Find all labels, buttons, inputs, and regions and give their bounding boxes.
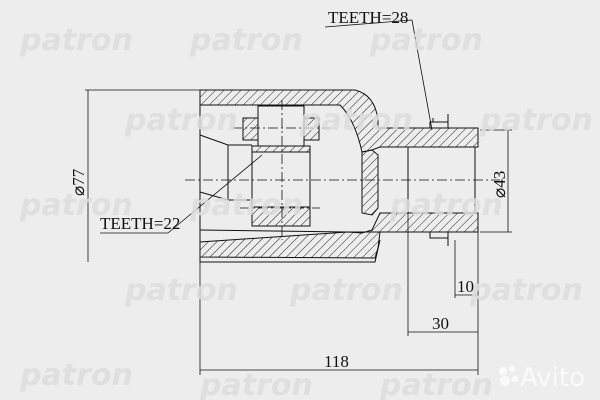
teeth-22-label: TEETH=22 <box>100 214 180 233</box>
diameter-77-label: ⌀77 <box>69 168 88 196</box>
centerlines <box>185 100 500 240</box>
watermark: patron <box>189 188 303 223</box>
housing <box>199 89 479 263</box>
watermark: patron <box>469 273 583 308</box>
diameter-43-label: ⌀43 <box>490 171 509 198</box>
watermark: patron <box>19 188 133 223</box>
watermark: patron <box>189 23 303 58</box>
watermark: patron <box>299 103 413 138</box>
watermark: patron <box>379 368 493 400</box>
watermark: patron <box>389 188 503 223</box>
watermark: patron <box>19 23 133 58</box>
watermark: patron <box>289 273 403 308</box>
dim-10-label: 10 <box>457 277 474 296</box>
watermark: patron <box>124 103 238 138</box>
watermark: patron <box>369 23 483 58</box>
dim-30-label: 30 <box>432 314 449 333</box>
watermark: patron <box>124 273 238 308</box>
watermarks: patron patron patron patron patron patro… <box>19 23 593 400</box>
avito-text: Avito <box>520 363 585 393</box>
avito-logo: Avito <box>499 363 585 393</box>
teeth-28-label: TEETH=28 <box>328 8 408 27</box>
dim-118-label: 118 <box>324 352 349 371</box>
watermark: patron <box>199 368 313 400</box>
watermark: patron <box>19 358 133 393</box>
dimensions <box>85 19 512 375</box>
watermark: patron <box>479 103 593 138</box>
